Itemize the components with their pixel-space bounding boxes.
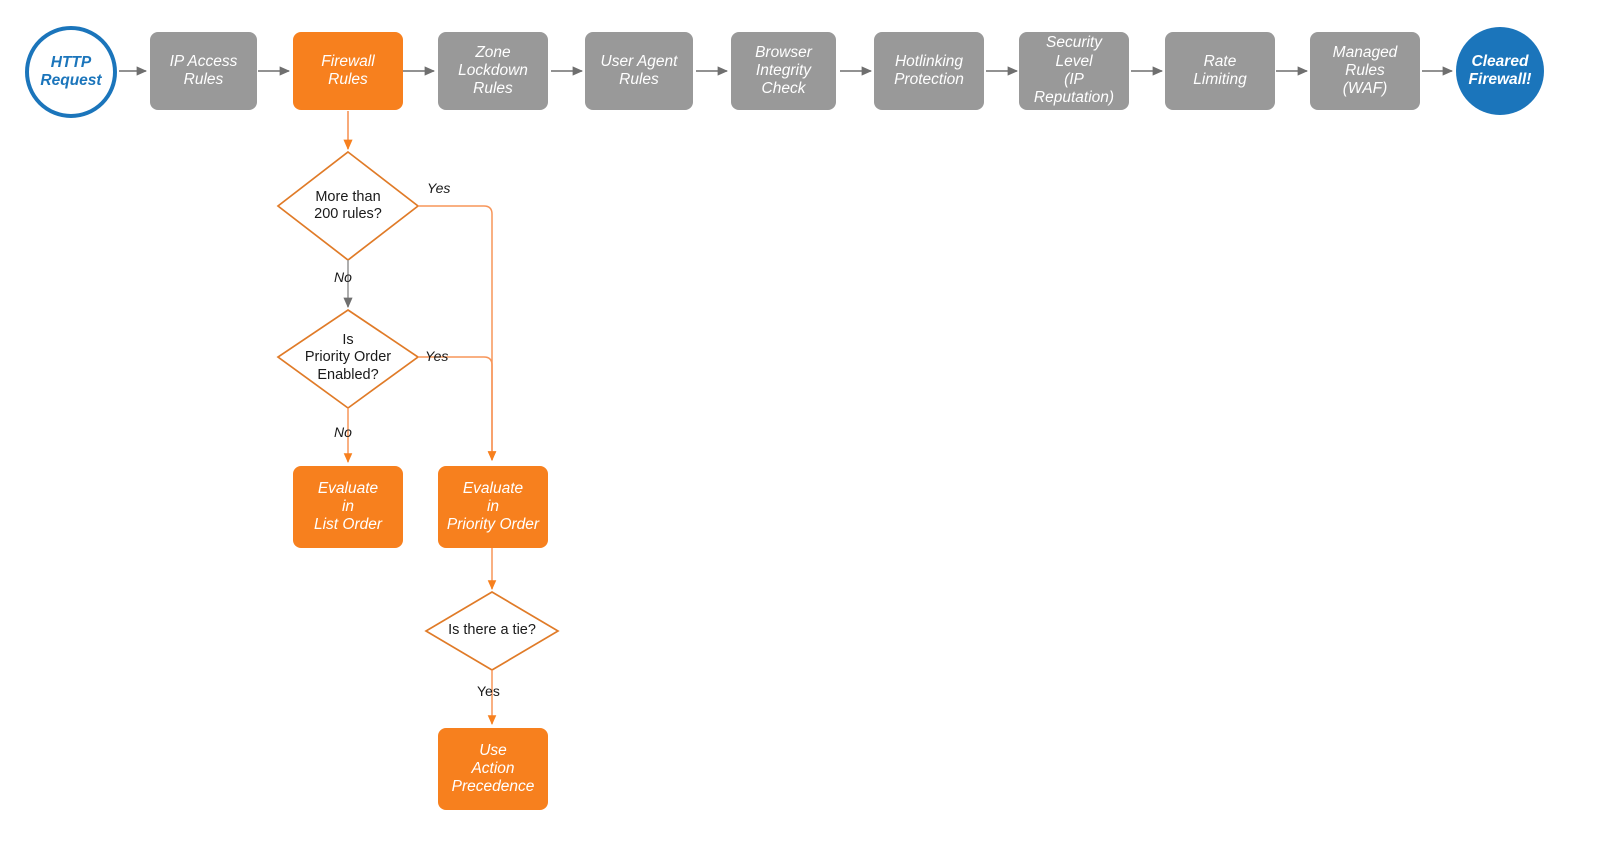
label-is-there-a-tie: Is there a tie?	[448, 622, 536, 639]
node-use-action-precedence[interactable]: Use Action Precedence	[438, 728, 548, 810]
node-security-level[interactable]: Security Level (IP Reputation)	[1019, 32, 1129, 110]
label-is-priority-order: Is Priority Order Enabled?	[304, 331, 392, 383]
node-hotlinking-protection[interactable]: Hotlinking Protection	[874, 32, 984, 110]
node-cleared-firewall[interactable]: Cleared Firewall!	[1456, 27, 1544, 115]
edge-label-more-rules-no: No	[334, 269, 352, 285]
edge-label-priority-no: No	[334, 424, 352, 440]
label-more-than-200-rules: More than 200 rules?	[314, 188, 382, 222]
node-zone-lockdown-rules[interactable]: Zone Lockdown Rules	[438, 32, 548, 110]
edge-label-tie-yes: Yes	[477, 683, 500, 699]
node-browser-integrity-check[interactable]: Browser Integrity Check	[731, 32, 836, 110]
edge-more-rules-yes	[418, 205, 497, 461]
edge-priority-yes	[418, 356, 497, 461]
edge-label-priority-yes: Yes	[425, 348, 449, 364]
node-firewall-rules[interactable]: Firewall Rules	[293, 32, 403, 110]
node-http-request[interactable]: HTTP Request	[25, 26, 117, 118]
node-rate-limiting[interactable]: Rate Limiting	[1165, 32, 1275, 110]
node-evaluate-priority-order[interactable]: Evaluate in Priority Order	[438, 466, 548, 548]
node-ip-access-rules[interactable]: IP Access Rules	[150, 32, 257, 110]
node-user-agent-rules[interactable]: User Agent Rules	[585, 32, 693, 110]
node-managed-rules-waf[interactable]: Managed Rules (WAF)	[1310, 32, 1420, 110]
node-evaluate-list-order[interactable]: Evaluate in List Order	[293, 466, 403, 548]
edge-label-more-rules-yes: Yes	[427, 180, 451, 196]
